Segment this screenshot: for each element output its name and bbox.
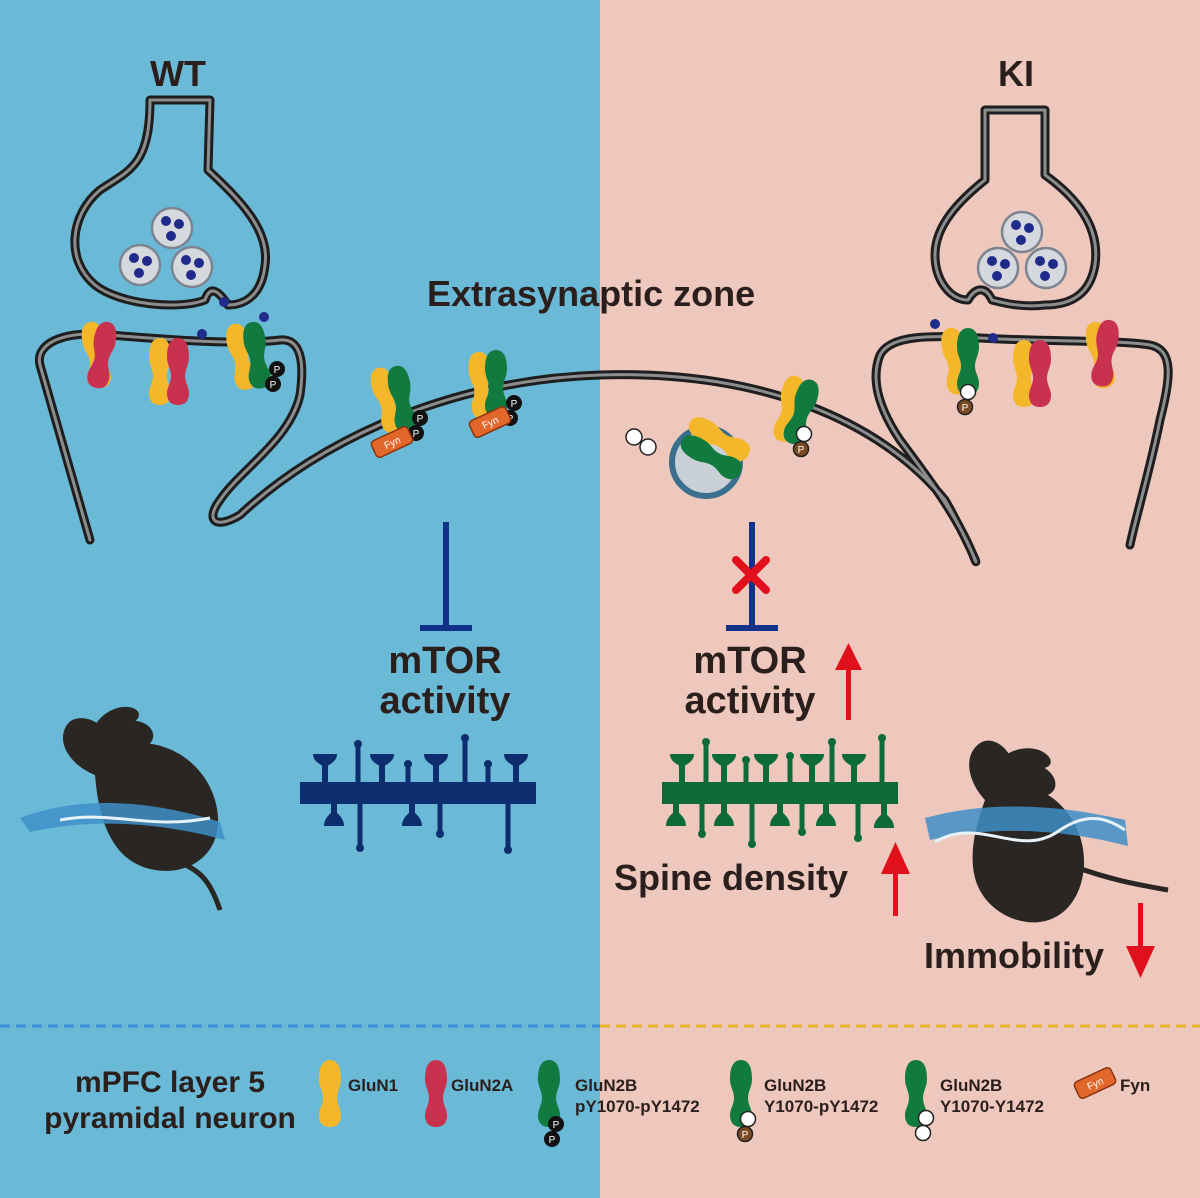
spine-head [828, 738, 836, 746]
spine [855, 804, 861, 838]
vesicle-icon [150, 206, 194, 250]
spine [881, 804, 887, 818]
legend-glun2b-y-detail: Y1070-Y1472 [940, 1097, 1044, 1116]
transmitter-dots [197, 297, 998, 343]
ki-title: KI [998, 53, 1034, 94]
mouse-swimming-icon [925, 737, 1169, 931]
spine-head [800, 754, 824, 768]
wt-title: WT [150, 53, 206, 94]
spine-head [484, 760, 492, 768]
spine [879, 738, 885, 782]
cross-icon [732, 556, 770, 594]
spine [462, 738, 468, 782]
spine-head [670, 754, 694, 768]
spine [851, 760, 857, 782]
spine-head [816, 810, 836, 826]
legend-glun1: GluN1 [348, 1076, 399, 1095]
spine-head [878, 734, 886, 742]
neuron-membrane [34, 95, 1173, 567]
spine-head [402, 810, 422, 826]
legend-glun2b-pp: GluN2B [575, 1076, 638, 1095]
spine [505, 804, 511, 850]
spine [799, 804, 805, 832]
legend-glun2b-p: GluN2B [764, 1076, 827, 1095]
spine [513, 760, 519, 782]
spine-head [666, 810, 686, 826]
spine [699, 804, 705, 834]
vesicle-icon [976, 246, 1020, 290]
spine-head [874, 812, 894, 828]
spine [679, 760, 685, 782]
ki-extrasynaptic-receptors [625, 373, 823, 499]
spine-head [370, 754, 394, 768]
spine [355, 744, 361, 782]
spine-head [854, 834, 862, 842]
spine-head [313, 754, 337, 768]
spine-head [714, 810, 734, 826]
dendrite-spines-icon [300, 734, 536, 854]
spine-head [461, 734, 469, 742]
spine-head [748, 840, 756, 848]
spine-density-label: Spine density [614, 857, 849, 898]
spine-head [786, 752, 794, 760]
legend-caption-line2: pyramidal neuron [44, 1102, 296, 1135]
down-arrow-icon [1126, 903, 1155, 978]
spine [703, 742, 709, 782]
spine-head [712, 754, 736, 768]
spine [437, 804, 443, 834]
vesicle-icon [1000, 210, 1044, 254]
legend-glun2b-pp-detail: pY1070-pY1472 [575, 1097, 700, 1116]
wt-activity-label: activity [379, 680, 511, 722]
spine [787, 756, 793, 782]
vesicle-icon [1024, 246, 1068, 290]
spine [379, 760, 385, 782]
immobility-label: Immobility [924, 935, 1105, 976]
spine [322, 760, 328, 782]
spine [357, 804, 363, 848]
vesicle-icon [118, 243, 162, 287]
spine-head [754, 754, 778, 768]
legend-caption-line1: mPFC layer 5 [74, 1066, 266, 1099]
spine [743, 760, 749, 782]
up-arrow-icon [881, 842, 910, 916]
spine [485, 764, 491, 782]
spine-head [404, 760, 412, 768]
zone-label: Extrasynaptic zone [427, 273, 756, 314]
spine-head [354, 740, 362, 748]
ki-mtor-label: mTOR [693, 640, 807, 682]
mouse-swimming-icon [20, 689, 230, 911]
spine-head [504, 846, 512, 854]
wt-background [0, 0, 600, 1198]
spine-head [770, 810, 790, 826]
ki-background [600, 0, 1200, 1198]
dendrite-spines-icon [662, 734, 898, 848]
spine [763, 760, 769, 782]
wt-mtor-label: mTOR [388, 640, 502, 682]
spine [433, 760, 439, 782]
up-arrow-icon [835, 643, 862, 720]
spine-head [742, 756, 750, 764]
vesicle-icon [170, 245, 214, 289]
spine [809, 760, 815, 782]
spine [829, 742, 835, 782]
spine-head [698, 830, 706, 838]
spine-head [436, 830, 444, 838]
spine-head [356, 844, 364, 852]
spine-head [702, 738, 710, 746]
spine-head [842, 754, 866, 768]
spine-head [504, 754, 528, 768]
spine-head [324, 810, 344, 826]
legend-glun2a: GluN2A [451, 1076, 514, 1095]
legend-glun2b-y: GluN2B [940, 1076, 1003, 1095]
ki-activity-label: activity [684, 680, 816, 722]
spine [721, 760, 727, 782]
legend-fyn: Fyn [1120, 1076, 1151, 1095]
spine [749, 804, 755, 844]
spine-head [424, 754, 448, 768]
legend-glun2b-p-detail: Y1070-pY1472 [764, 1097, 879, 1116]
spine [405, 764, 411, 782]
spine-head [798, 828, 806, 836]
